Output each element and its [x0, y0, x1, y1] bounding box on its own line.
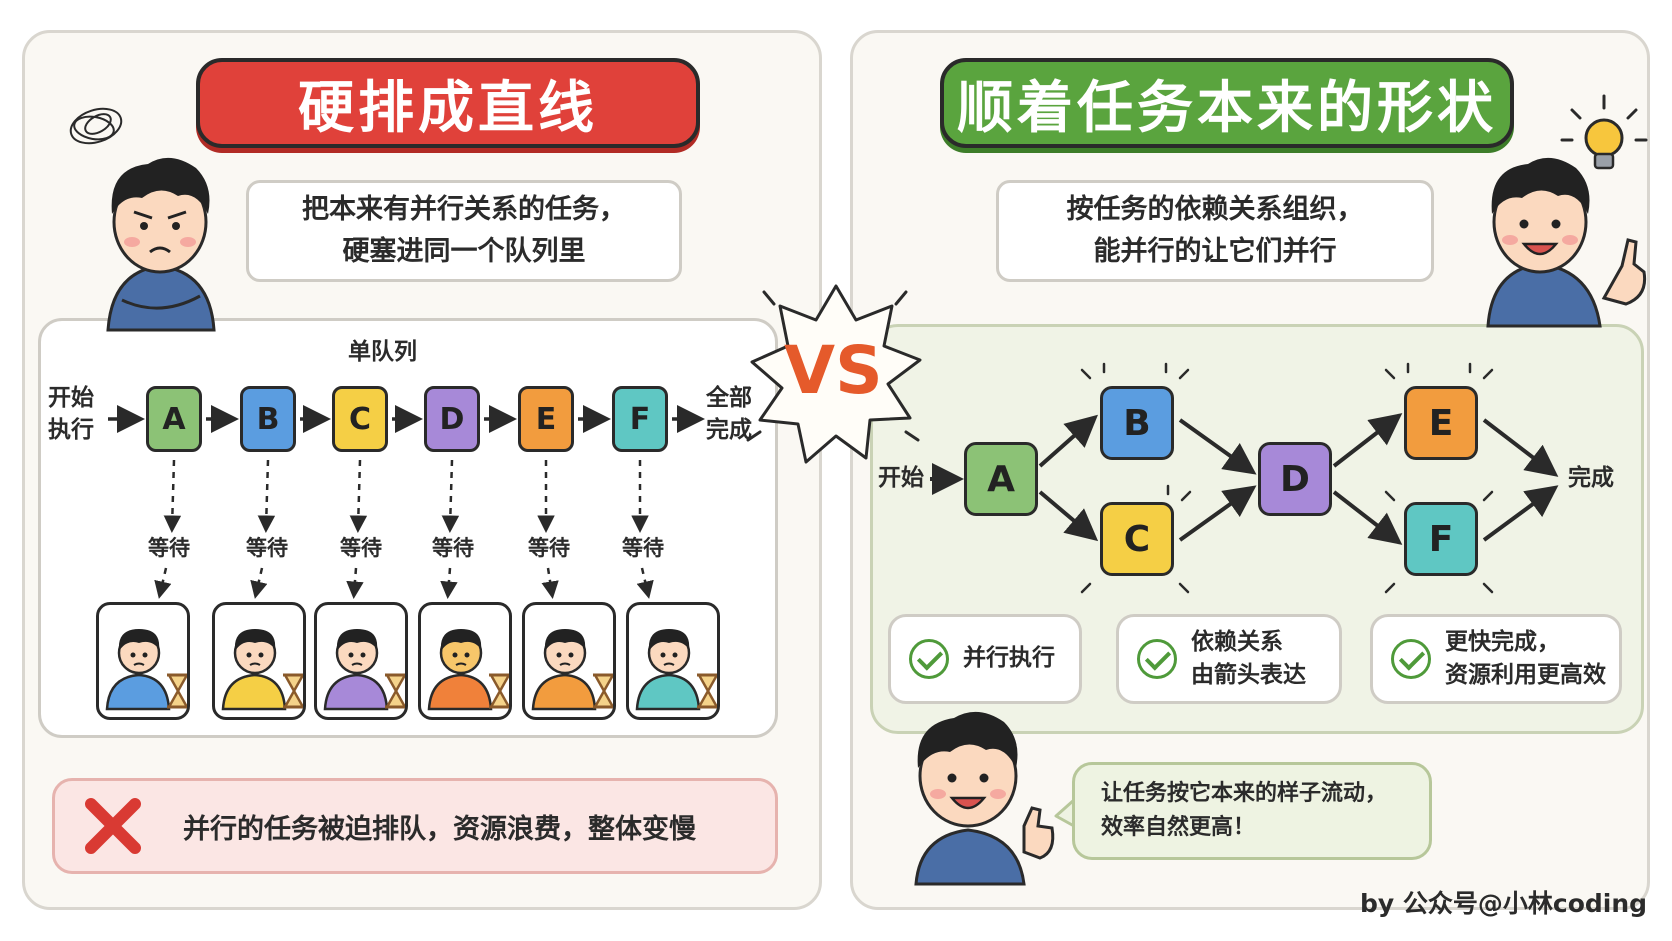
benefit-dependency-text: 依赖关系 由箭头表达: [1191, 626, 1306, 693]
speech-bubble: 让任务按它本来的样子流动， 效率自然更高！: [1072, 762, 1432, 860]
start-line1: 开始: [48, 385, 94, 411]
dag-node-b: B: [1100, 386, 1174, 460]
benefit-dependency-line2: 由箭头表达: [1191, 662, 1306, 688]
queue-node-d: D: [424, 386, 480, 452]
warning-text: 并行的任务被迫排队，资源浪费，整体变慢: [183, 813, 696, 845]
waiting-boy-icon: [323, 629, 405, 711]
benefit-efficiency-line1: 更快完成，: [1445, 628, 1560, 655]
waiting-card-d: [418, 602, 512, 720]
wait-label-d: 等待: [432, 536, 474, 560]
warning-bar: 并行的任务被迫排队，资源浪费，整体变慢: [52, 778, 778, 874]
start-label: 开始 执行: [48, 382, 94, 446]
waiting-card-a: [96, 602, 190, 720]
bubble-line2: 效率自然更高！: [1101, 815, 1256, 840]
left-banner: 硬排成直线: [196, 58, 700, 148]
check-icon: [1391, 639, 1431, 679]
end-line1: 全部: [706, 385, 752, 411]
start-line2: 执行: [48, 417, 94, 444]
hourglass-icon: [384, 673, 405, 709]
right-note: 按任务的依赖关系组织， 能并行的让它们并行: [996, 180, 1434, 282]
waiting-card-c: [314, 602, 408, 720]
dag-node-e: E: [1404, 386, 1478, 460]
waiting-card-f: [626, 602, 720, 720]
benefit-parallel: 并行执行: [888, 614, 1082, 704]
dag-node-f: F: [1404, 502, 1478, 576]
waiting-card-e: [522, 602, 616, 720]
benefit-dependency: 依赖关系 由箭头表达: [1116, 614, 1342, 704]
queue-title: 单队列: [348, 339, 417, 365]
check-icon: [1137, 639, 1177, 679]
dag-node-d: D: [1258, 442, 1332, 516]
hourglass-icon: [282, 673, 303, 709]
left-note: 把本来有并行关系的任务， 硬塞进同一个队列里: [246, 180, 682, 282]
end-label: 全部 完成: [706, 382, 752, 446]
hourglass-icon: [166, 673, 187, 709]
wait-label-a: 等待: [148, 536, 190, 560]
benefit-efficiency-text: 更快完成， 资源利用更高效: [1445, 626, 1606, 693]
wait-label-f: 等待: [622, 536, 664, 560]
check-icon: [909, 639, 949, 679]
dag-node-c: C: [1100, 502, 1174, 576]
waiting-card-b: [212, 602, 306, 720]
credit-text: by 公众号@小林coding: [1360, 889, 1648, 918]
right-banner: 顺着任务本来的形状: [940, 58, 1514, 148]
wait-label-b: 等待: [246, 536, 288, 560]
waiting-boy-icon: [427, 629, 509, 711]
queue-node-f: F: [612, 386, 668, 452]
left-note-line1: 把本来有并行关系的任务，: [302, 194, 626, 226]
bubble-line1: 让任务按它本来的样子流动，: [1101, 780, 1388, 806]
dag-node-a: A: [964, 442, 1038, 516]
benefit-dependency-line1: 依赖关系: [1191, 628, 1283, 655]
right-note-line1: 按任务的依赖关系组织，: [1066, 194, 1364, 226]
benefit-parallel-text: 并行执行: [963, 645, 1055, 672]
queue-node-c: C: [332, 386, 388, 452]
benefit-efficiency: 更快完成， 资源利用更高效: [1370, 614, 1622, 704]
waiting-boy-icon: [105, 629, 187, 711]
hourglass-icon: [696, 673, 717, 709]
dag-end-label: 完成: [1568, 465, 1614, 491]
wait-label-c: 等待: [340, 536, 382, 560]
queue-node-a: A: [146, 386, 202, 452]
hourglass-icon: [592, 673, 613, 709]
queue-node-b: B: [240, 386, 296, 452]
left-note-line2: 硬塞进同一个队列里: [342, 236, 586, 267]
right-note-line2: 能并行的让它们并行: [1093, 236, 1337, 267]
queue-node-e: E: [518, 386, 574, 452]
wait-label-e: 等待: [528, 536, 570, 560]
vs-text: VS: [784, 332, 883, 409]
dag-start-label: 开始: [878, 465, 924, 491]
red-x-icon: [83, 796, 143, 856]
waiting-boy-icon: [635, 629, 717, 711]
hourglass-icon: [488, 673, 509, 709]
end-line2: 完成: [706, 417, 752, 444]
waiting-boy-icon: [531, 629, 613, 711]
waiting-boy-icon: [221, 629, 303, 711]
benefit-efficiency-line2: 资源利用更高效: [1445, 662, 1606, 688]
